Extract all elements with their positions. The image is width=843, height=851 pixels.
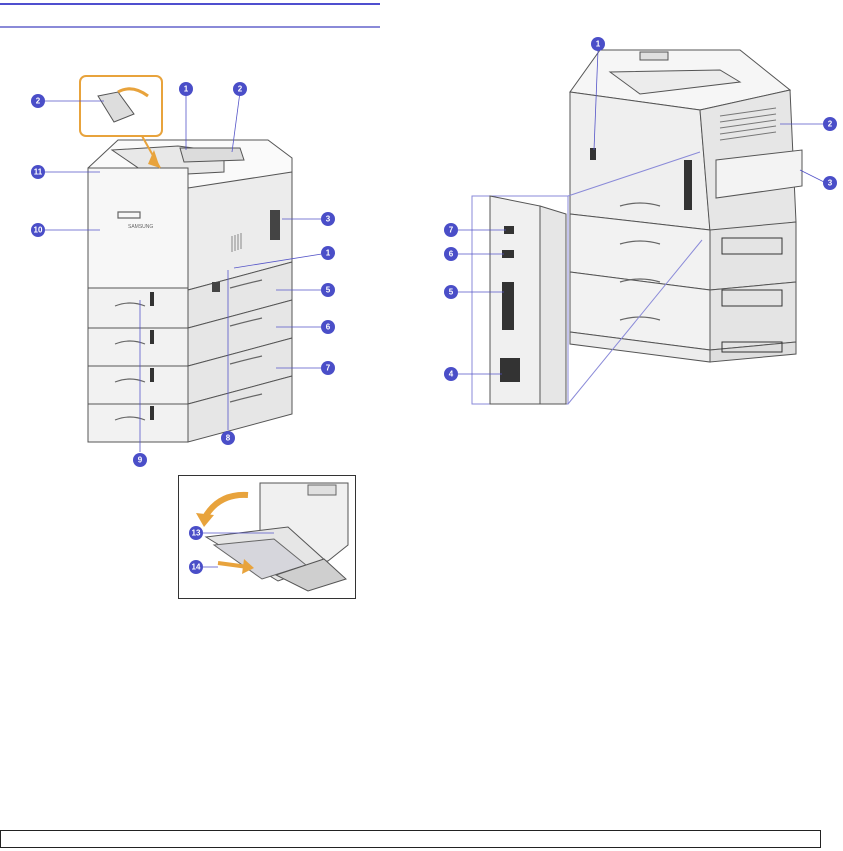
front-callout-6: 6 xyxy=(321,320,335,334)
svg-text:5: 5 xyxy=(326,286,331,295)
front-callout-2a: 2 xyxy=(31,94,45,108)
svg-text:3: 3 xyxy=(326,215,331,224)
inset-callout-13: 13 xyxy=(189,526,203,540)
rear-callout-5: 5 xyxy=(444,285,458,299)
front-callout-2b: 2 xyxy=(233,82,247,96)
svg-text:1: 1 xyxy=(184,85,189,94)
inset-tray-figure: 13 14 xyxy=(178,475,356,599)
footer-box xyxy=(0,830,821,848)
svg-text:3: 3 xyxy=(828,179,833,188)
svg-text:9: 9 xyxy=(138,456,143,465)
front-callout-3: 3 xyxy=(321,212,335,226)
inset-callout-14: 14 xyxy=(189,560,203,574)
svg-text:6: 6 xyxy=(449,250,454,259)
rear-callout-4: 4 xyxy=(444,367,458,381)
front-callout-5: 5 xyxy=(321,283,335,297)
rear-callout-3: 3 xyxy=(823,176,837,190)
front-callout-9: 9 xyxy=(133,453,147,467)
header-rule xyxy=(0,3,380,5)
svg-text:14: 14 xyxy=(192,563,201,572)
svg-text:1: 1 xyxy=(596,40,601,49)
svg-text:8: 8 xyxy=(226,434,231,443)
svg-text:2: 2 xyxy=(238,85,243,94)
front-callout-1b: 1 xyxy=(321,246,335,260)
rear-callout-6: 6 xyxy=(444,247,458,261)
front-callout-10: 10 xyxy=(31,223,45,237)
rear-callout-7: 7 xyxy=(444,223,458,237)
front-callout-1a: 1 xyxy=(179,82,193,96)
svg-text:2: 2 xyxy=(828,120,833,129)
svg-text:2: 2 xyxy=(36,97,41,106)
svg-text:7: 7 xyxy=(449,226,454,235)
rear-callout-1: 1 xyxy=(591,37,605,51)
front-callout-11: 11 xyxy=(31,165,45,179)
front-view-figure: SAMSUNG 2 1 2 11 3 10 1 5 6 7 8 9 xyxy=(0,60,380,480)
svg-text:1: 1 xyxy=(326,249,331,258)
svg-text:7: 7 xyxy=(326,364,331,373)
svg-text:6: 6 xyxy=(326,323,331,332)
svg-text:4: 4 xyxy=(449,370,454,379)
rear-view-figure: 1 2 3 7 6 5 4 xyxy=(430,30,840,420)
svg-text:13: 13 xyxy=(192,529,201,538)
svg-text:5: 5 xyxy=(449,288,454,297)
header-subrule xyxy=(0,26,380,28)
front-callout-8: 8 xyxy=(221,431,235,445)
rear-callout-2: 2 xyxy=(823,117,837,131)
front-callout-7: 7 xyxy=(321,361,335,375)
brand-label: SAMSUNG xyxy=(128,224,153,230)
svg-text:11: 11 xyxy=(34,168,43,177)
svg-text:10: 10 xyxy=(34,226,43,235)
